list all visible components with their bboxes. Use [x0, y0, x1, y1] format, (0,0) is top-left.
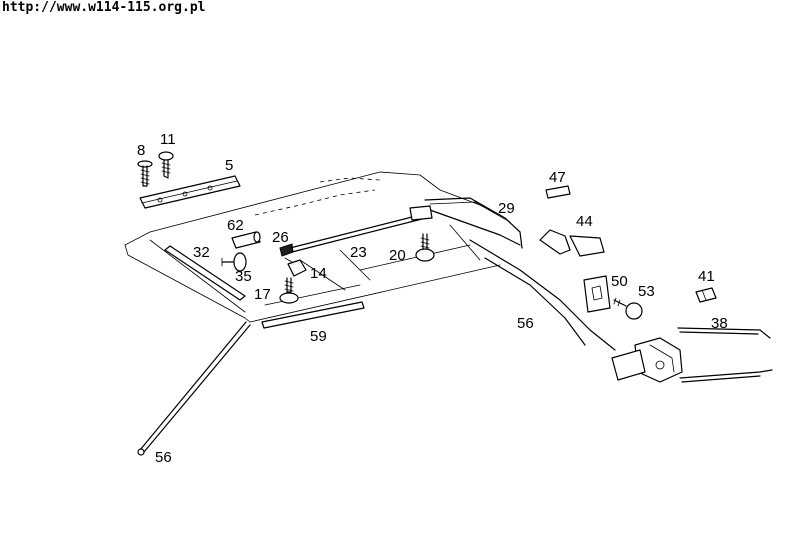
part-8-screw: [137, 160, 153, 187]
callout-11: 11: [160, 131, 176, 148]
callout-50: 50: [611, 273, 628, 290]
part-38-rods: [677, 327, 773, 383]
callout-56-left: 56: [155, 449, 172, 466]
part-50-plate: [583, 275, 611, 313]
part-5-rail-strip: [139, 175, 241, 209]
part-53-knob: [613, 297, 643, 320]
callout-23: 23: [350, 244, 367, 261]
callout-17: 17: [254, 286, 271, 303]
part-44-bracket: [539, 229, 605, 257]
part-17-bolt: [279, 277, 299, 304]
part-56-cable-right: [469, 239, 616, 351]
drive-motor-assembly: [611, 337, 683, 383]
part-20-bolt: [415, 233, 435, 262]
part-35-plug: [221, 252, 247, 272]
part-62-cylinder: [231, 231, 261, 249]
callout-labels: 8 11 5 47 29 44 62 26 32 23 20 35 14 17 …: [137, 131, 728, 466]
part-47-tab: [545, 185, 571, 199]
callout-26: 26: [272, 229, 289, 246]
callout-41: 41: [698, 268, 715, 285]
callout-8: 8: [137, 142, 145, 159]
roof-frame-outline: [124, 171, 501, 323]
part-41-clip: [695, 287, 717, 303]
callout-38: 38: [711, 315, 728, 332]
callout-14: 14: [310, 265, 327, 282]
part-56-cable-left: [137, 321, 251, 456]
callout-47: 47: [549, 169, 566, 186]
source-url: http://www.w114-115.org.pl: [2, 0, 206, 15]
callout-56-right: 56: [517, 315, 534, 332]
callout-53: 53: [638, 283, 655, 300]
callout-62: 62: [227, 217, 244, 234]
callout-59: 59: [310, 328, 327, 345]
callout-5: 5: [225, 157, 233, 174]
part-59-strip: [261, 301, 365, 329]
callout-20: 20: [389, 247, 406, 264]
callout-32: 32: [193, 244, 210, 261]
part-11-screw: [158, 151, 174, 179]
part-23-rod: [289, 214, 423, 253]
callout-44: 44: [576, 213, 593, 230]
part-14-clip: [284, 257, 307, 277]
part-29-rear-rail: [409, 197, 523, 249]
callout-29: 29: [498, 200, 515, 217]
callout-35: 35: [235, 268, 252, 285]
part-32-side-seal: [164, 245, 246, 301]
